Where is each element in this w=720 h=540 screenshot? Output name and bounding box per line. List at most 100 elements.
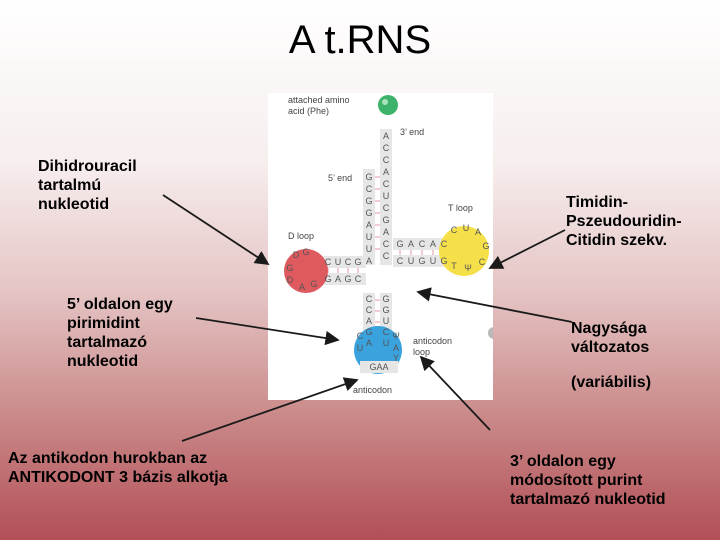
label-line: nukleotid: [38, 196, 110, 213]
t-loop-icon: [439, 226, 489, 276]
base-label: A: [383, 167, 389, 177]
base-label: G: [310, 279, 317, 289]
base-label: U: [463, 223, 470, 233]
base-label: G: [344, 274, 351, 284]
label-purine-3: 3’ oldalon egy módosított purint tartalm…: [510, 452, 666, 509]
label-line: 3’ oldalon egy: [510, 453, 616, 470]
base-label: A: [366, 338, 372, 348]
label-pyrimidine-5: 5’ oldalon egy pirimidint tartalmazó nuk…: [67, 295, 173, 371]
label-line: tartalmazó nukleotid: [510, 491, 666, 508]
base-label: C: [325, 257, 332, 267]
acceptor-pairs: [375, 176, 380, 250]
label-variable-note: (variábilis): [571, 374, 652, 391]
base-label: A: [383, 227, 389, 237]
base-label: U: [366, 232, 373, 242]
base-label: G: [382, 215, 389, 225]
base-label: A: [335, 274, 341, 284]
arrow-pyrimidine-5: [195, 317, 340, 346]
base-label: C: [345, 257, 352, 267]
arrow-tpsic: [488, 229, 566, 269]
trna-figure: attached amino acid (Phe) 3’ end 5’ end …: [268, 93, 500, 400]
base-label: C: [383, 203, 390, 213]
base-label: C: [383, 143, 390, 153]
base-label: C: [383, 239, 390, 249]
arrow-dihydrouracil: [162, 194, 270, 265]
arrow-anticodon: [181, 377, 359, 442]
t-loop-label: T loop: [448, 203, 473, 213]
base-label: Ψ: [464, 263, 472, 273]
base-label: U: [357, 343, 364, 353]
base-label: A: [366, 220, 372, 230]
base-label: Y: [393, 353, 399, 363]
label-line: pirimidint: [67, 315, 140, 332]
d-stem-pairs: [327, 268, 359, 273]
base-label: U: [383, 316, 390, 326]
base-label: C: [383, 179, 390, 189]
base-label: G: [365, 196, 372, 206]
base-label: G: [418, 256, 425, 266]
label-line: Az antikodon hurokban az: [8, 450, 208, 467]
base-label: A: [299, 282, 305, 292]
base-label: A: [366, 316, 372, 326]
base-label: U: [366, 244, 373, 254]
anticodon-loop-label: anticodon: [413, 336, 452, 346]
base-label: C: [366, 305, 373, 315]
base-label: A: [475, 227, 481, 237]
base-label: C: [451, 225, 458, 235]
anticodon-bases: GAA: [369, 362, 388, 372]
base-label: C: [383, 327, 390, 337]
base-label: G: [286, 263, 293, 273]
label-line: ANTIKODONT 3 bázis alkotja: [8, 469, 228, 486]
label-line: Citidin szekv.: [566, 232, 668, 249]
anticodon-box: [360, 361, 398, 373]
base-label: G: [440, 256, 447, 266]
base-label: G: [365, 172, 372, 182]
anticodon-caption: anticodon: [353, 385, 392, 395]
base-label: G: [396, 239, 403, 249]
d-stem-bottom: [318, 273, 366, 285]
label-line: Timidin-: [566, 194, 628, 211]
label-line: Pszeudouridin-: [566, 213, 682, 230]
base-label: U: [383, 191, 390, 201]
base-label: C: [357, 331, 364, 341]
base-label: G: [365, 327, 372, 337]
base-label: T: [451, 261, 457, 271]
base-label: C: [441, 239, 448, 249]
attached-amino-label: acid (Phe): [288, 106, 329, 116]
arrow-purine-3: [419, 355, 491, 431]
trna-diagram: attached amino acid (Phe) 3’ end 5’ end …: [284, 95, 500, 395]
label-line: nukleotid: [67, 353, 139, 370]
attached-amino-label: attached amino: [288, 95, 350, 105]
d-stem-top: [318, 256, 366, 268]
base-label: C: [383, 155, 390, 165]
base-label: C: [355, 274, 362, 284]
base-label: U: [408, 256, 415, 266]
end3-label: 3’ end: [400, 127, 424, 137]
base-label: A: [383, 131, 389, 141]
label-line: tartalmú: [38, 177, 102, 194]
acceptor-3-strand: [380, 129, 392, 265]
base-label: A: [408, 239, 414, 249]
arrow-variable: [416, 287, 573, 323]
base-label: C: [366, 294, 373, 304]
base-label: U: [335, 257, 342, 267]
base-label: C: [479, 257, 486, 267]
base-label: G: [382, 305, 389, 315]
base-label: C: [366, 184, 373, 194]
base-label: D: [293, 250, 300, 260]
label-line: Dihidrouracil: [38, 158, 137, 175]
label-variable: Nagysága változatos: [571, 319, 649, 357]
base-label: G: [354, 257, 361, 267]
label-line: 5’ oldalon egy: [67, 296, 173, 313]
base-label: D: [287, 275, 294, 285]
d-loop-label: D loop: [288, 231, 314, 241]
label-tpsic: Timidin- Pszeudouridin- Citidin szekv.: [566, 193, 682, 250]
t-stem-top: [393, 238, 448, 250]
